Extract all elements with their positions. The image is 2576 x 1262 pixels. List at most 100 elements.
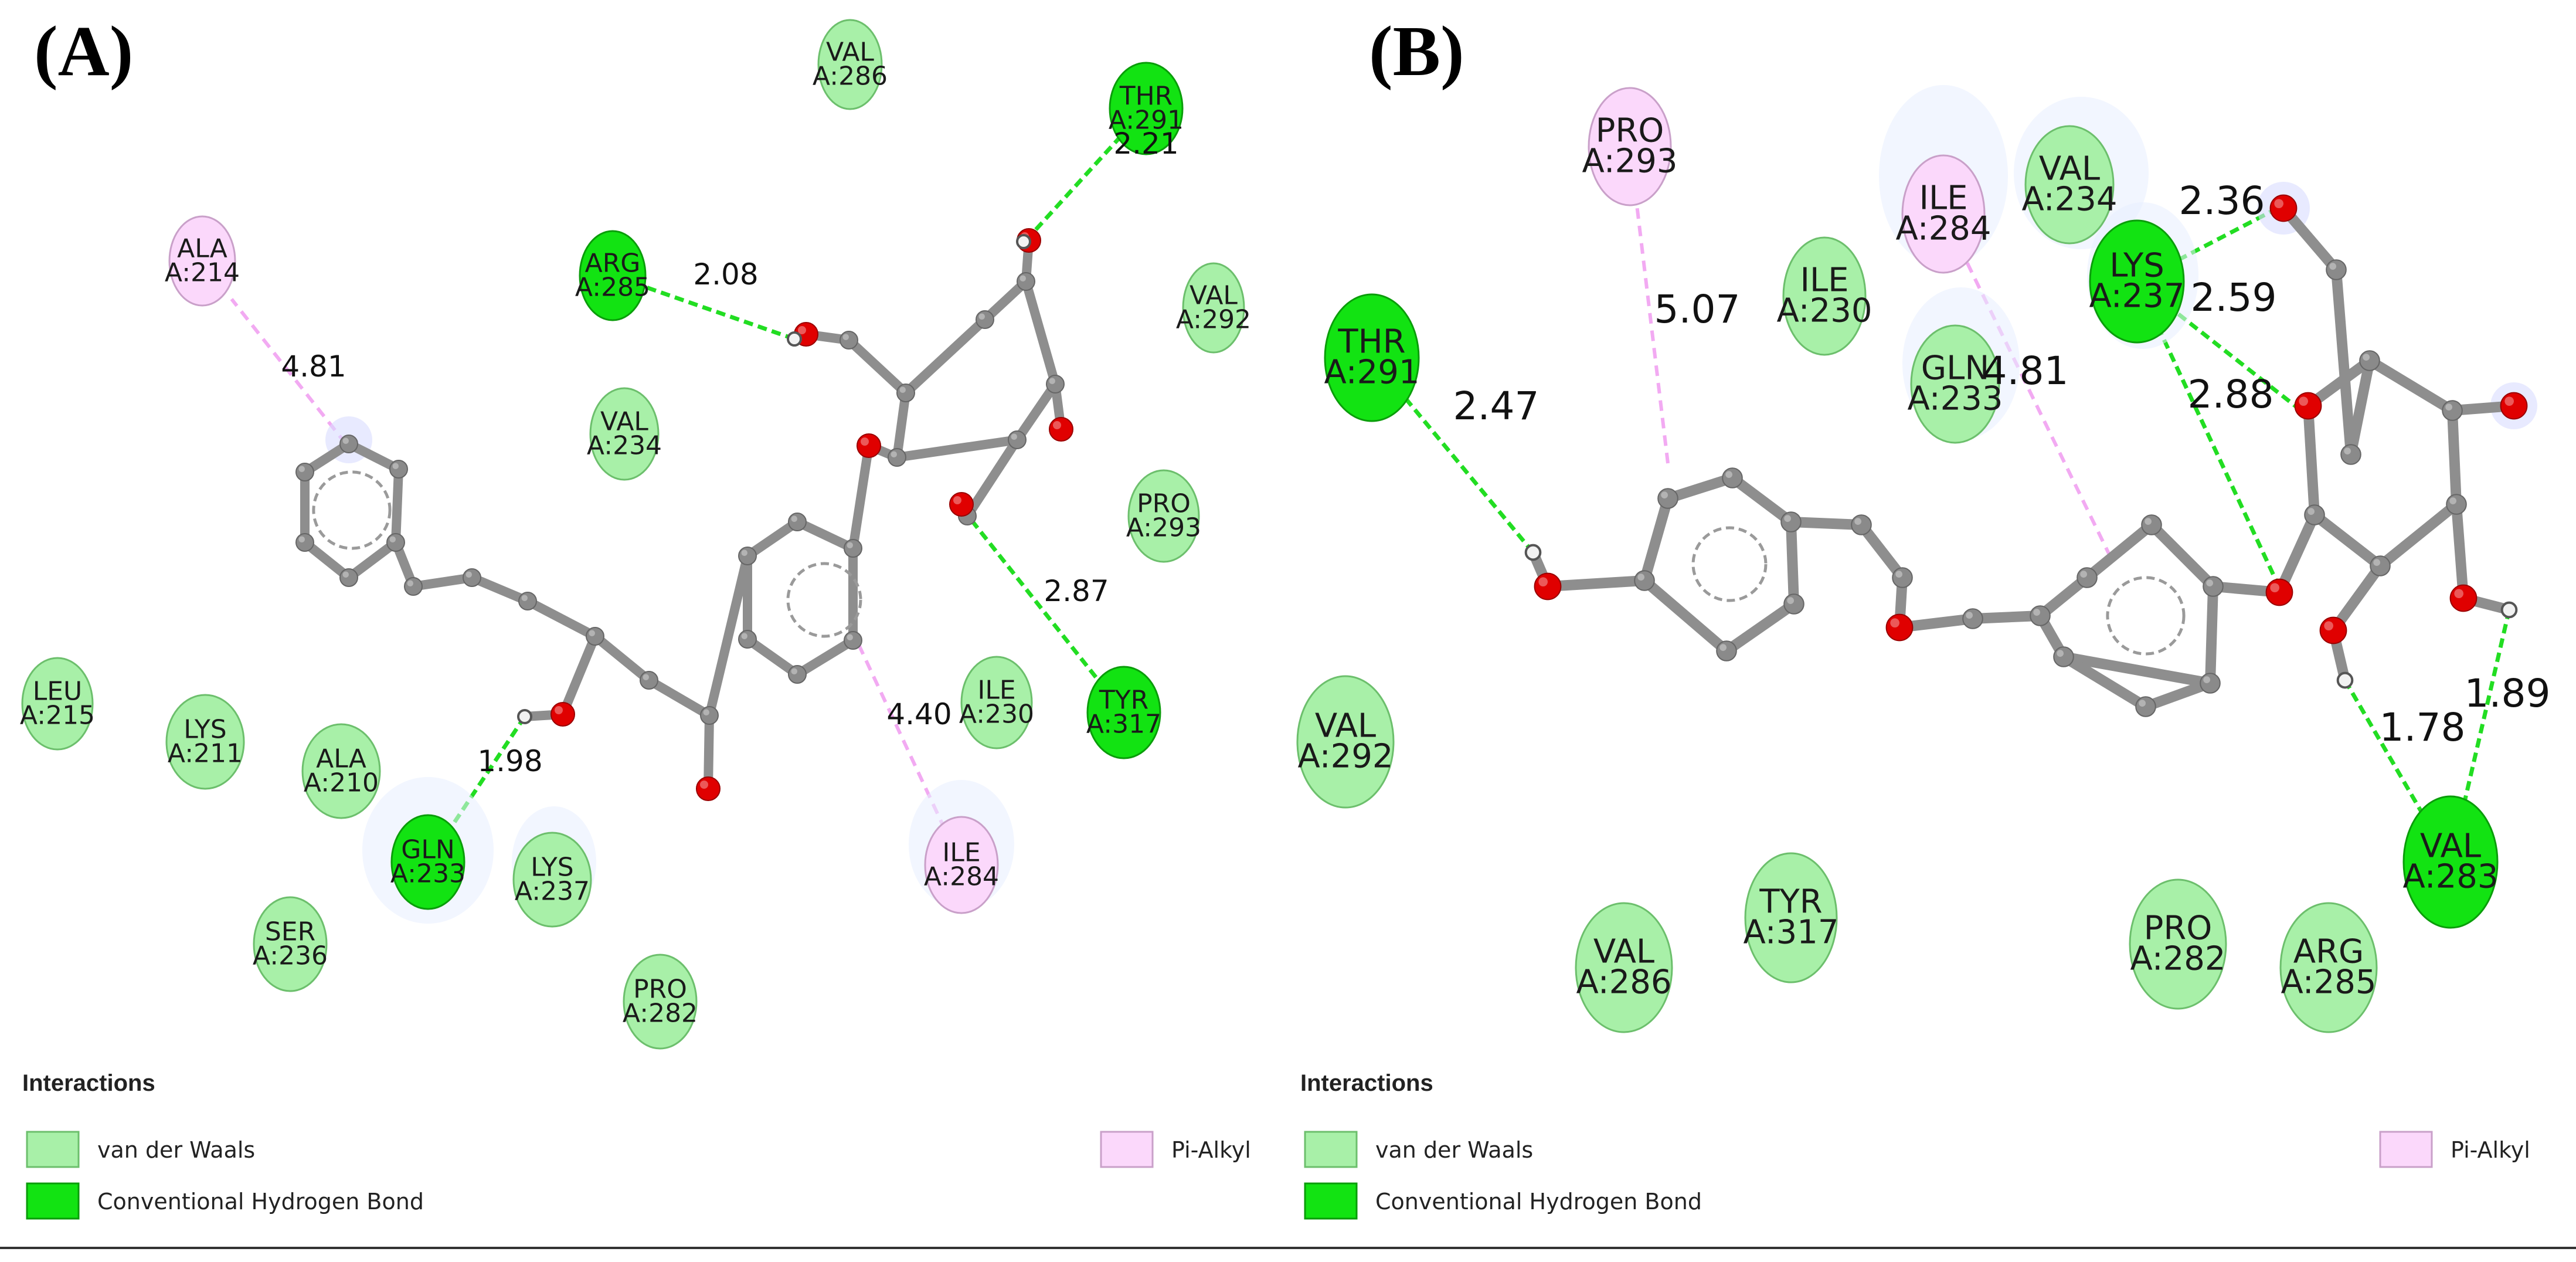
atom-highlight (891, 451, 897, 457)
residue-name: GLN (401, 834, 455, 864)
atom-highlight (2363, 354, 2370, 361)
carbon-atom (386, 533, 405, 552)
hydrogen-atom (2336, 671, 2354, 689)
distance-label-7: 1.89 (2465, 671, 2551, 716)
residue-id: A:214 (165, 257, 240, 287)
residue-disc (253, 896, 328, 992)
legend-swatch-hbond (26, 1182, 80, 1220)
residue-disc (2279, 902, 2378, 1033)
residue-name: ALA (316, 744, 366, 774)
carbon-atom (1008, 430, 1027, 449)
atom-highlight (298, 466, 305, 472)
oxygen-atom (857, 433, 881, 458)
residue-name: SER (265, 917, 315, 946)
bond (743, 517, 802, 561)
bond (2205, 581, 2218, 688)
distance-labels: (A)2.212.084.812.874.401.98(B)5.072.474.… (34, 12, 2550, 778)
residue-name: VAL (2420, 827, 2481, 866)
atom-highlight (342, 571, 349, 578)
distance-label-1: 2.08 (693, 257, 758, 291)
atom-highlight (2270, 583, 2279, 592)
residue-id: A:292 (1176, 304, 1251, 334)
residue-id: A:317 (1743, 914, 1838, 952)
residue-id: A:230 (959, 699, 1034, 729)
carbon-atom (2077, 567, 2098, 588)
residue-id: A:282 (2130, 940, 2225, 978)
carbon-atom (1046, 375, 1065, 393)
atom-highlight (741, 633, 747, 639)
residue-name: THR (1119, 81, 1173, 111)
pi-alkyl-line-2 (1942, 213, 2112, 558)
residue-name: VAL (826, 37, 874, 67)
carbon-atom (463, 568, 481, 587)
bond (467, 573, 532, 606)
residue-id: A:292 (1297, 738, 1393, 776)
residue-name: ILE (1800, 262, 1848, 300)
atom-highlight (1725, 471, 1733, 478)
atom-highlight (2203, 676, 2211, 683)
bond (2058, 652, 2215, 688)
carbon-atom (2359, 350, 2380, 371)
carbon-atom (844, 539, 862, 558)
residue-disc (1575, 902, 1673, 1033)
atom-highlight (2145, 518, 2152, 525)
bond (1786, 517, 1799, 609)
panel-label-b: (B) (1369, 12, 1464, 91)
residue-name: GLN (1921, 350, 1989, 388)
carbon-atom (640, 671, 658, 690)
residue-name: ILE (942, 837, 980, 867)
residue-disc (2089, 219, 2185, 344)
atom-highlight (798, 326, 806, 334)
carbon-atom (1783, 593, 1804, 615)
residue-disc (1127, 469, 1200, 563)
oxygen-atom (2265, 578, 2293, 606)
residue-id: A:284 (924, 861, 999, 891)
distance-label-0: 2.21 (1113, 127, 1178, 161)
atom-highlight (389, 536, 396, 542)
carbon-atom (1657, 488, 1678, 509)
carbon-atom (1780, 511, 1802, 532)
residue-disc (817, 19, 883, 110)
atom-highlight (555, 706, 563, 714)
carbon-atom (2135, 696, 2156, 717)
bond (1663, 473, 1738, 504)
residue-disc (589, 387, 660, 481)
carbon-atom (2370, 555, 2391, 576)
atom-highlight (978, 313, 985, 320)
distance-label-2: 4.81 (281, 350, 346, 384)
oxygen-atom (1049, 417, 1073, 442)
carbon-atom (2442, 400, 2463, 421)
residue-id: A:234 (2021, 181, 2117, 219)
oxygen-atom (696, 776, 721, 801)
carbon-atom (295, 463, 314, 481)
aromatic-ring (1691, 526, 1768, 602)
carbon-atom (2203, 576, 2224, 597)
bond (892, 435, 1022, 462)
residue-id: A:237 (2089, 277, 2184, 316)
carbon-atom (2030, 605, 2051, 626)
bond (1639, 493, 1673, 586)
hydrogen-atom (1524, 544, 1542, 561)
residue-name: ILE (1919, 179, 1967, 218)
residue-id: A:210 (304, 768, 379, 798)
carbon-atom (1017, 272, 1035, 291)
atom-highlight (2324, 621, 2333, 631)
oxygen-atom (2269, 194, 2298, 222)
residue-disc (165, 694, 245, 790)
atom-highlight (847, 542, 853, 548)
atom-highlight (1719, 644, 1727, 651)
legend-label-hbond: Conventional Hydrogen Bond (97, 1189, 424, 1214)
atom-highlight (298, 536, 305, 542)
distance-label-5: 2.88 (2188, 372, 2274, 417)
residue-name: LYS (183, 714, 226, 744)
residue-disc (1324, 293, 1420, 422)
